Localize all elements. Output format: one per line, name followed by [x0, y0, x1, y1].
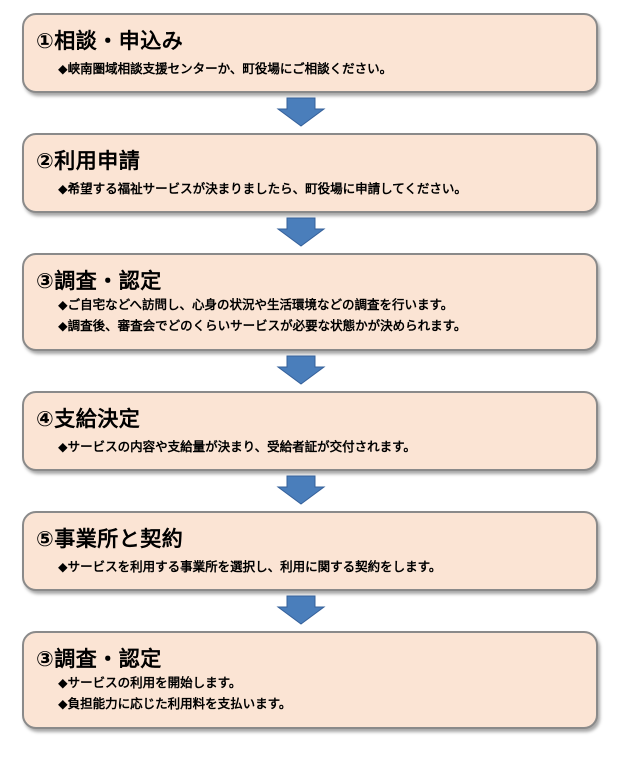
step-5-title: ⑤事業所と契約 — [36, 527, 184, 551]
step-6-item-1: ◆サービスの利用を開始します。 — [58, 675, 242, 690]
step-2-items: ◆希望する福祉サービスが決まりましたら、町役場に申請してください。 — [58, 178, 467, 199]
step-3-box: ③調査・認定 ◆ご自宅などへ訪問し、心身の状況や生活環境などの調査を行います。 … — [22, 253, 598, 351]
step-4-box: ④支給決定 ◆サービスの内容や支給量が決まり、受給者証が交付されます。 — [22, 391, 598, 471]
step-5-item-1: ◆サービスを利用する事業所を選択し、利用に関する契約をします。 — [58, 559, 442, 574]
step-1-box: ①相談・申込み ◆峡南圏域相談支援センターか、町役場にご相談ください。 — [22, 13, 598, 93]
step-4-title: ④支給決定 — [36, 407, 141, 431]
step-3-item-2: ◆調査後、審査会でどのくらいサービスが必要な状態かが決められます。 — [58, 318, 467, 333]
step-1-items: ◆峡南圏域相談支援センターか、町役場にご相談ください。 — [58, 58, 392, 79]
step-2-box: ②利用申請 ◆希望する福祉サービスが決まりましたら、町役場に申請してください。 — [22, 133, 598, 213]
step-6-item-2: ◆負担能力に応じた利用料を支払います。 — [58, 696, 292, 711]
down-arrow-icon — [276, 355, 326, 385]
step-5-items: ◆サービスを利用する事業所を選択し、利用に関する契約をします。 — [58, 556, 441, 577]
step-6-items: ◆サービスの利用を開始します。 ◆負担能力に応じた利用料を支払います。 — [58, 672, 291, 714]
step-3-title: ③調査・認定 — [36, 269, 162, 293]
step-6-title: ③調査・認定 — [36, 647, 162, 671]
step-3-items: ◆ご自宅などへ訪問し、心身の状況や生活環境などの調査を行います。 ◆調査後、審査… — [58, 294, 466, 336]
step-5-box: ⑤事業所と契約 ◆サービスを利用する事業所を選択し、利用に関する契約をします。 — [22, 511, 598, 591]
step-1-title: ①相談・申込み — [36, 29, 184, 53]
step-1-item-1: ◆峡南圏域相談支援センターか、町役場にご相談ください。 — [58, 61, 393, 76]
step-3-item-1: ◆ご自宅などへ訪問し、心身の状況や生活環境などの調査を行います。 — [58, 297, 454, 312]
down-arrow-icon — [276, 97, 326, 127]
down-arrow-icon — [276, 595, 326, 625]
down-arrow-icon — [276, 475, 326, 505]
step-4-items: ◆サービスの内容や支給量が決まり、受給者証が交付されます。 — [58, 436, 416, 457]
step-6-box: ③調査・認定 ◆サービスの利用を開始します。 ◆負担能力に応じた利用料を支払いま… — [22, 631, 598, 729]
step-4-item-1: ◆サービスの内容や支給量が決まり、受給者証が交付されます。 — [58, 439, 416, 454]
down-arrow-icon — [276, 217, 326, 247]
step-2-title: ②利用申請 — [36, 149, 141, 173]
step-2-item-1: ◆希望する福祉サービスが決まりましたら、町役場に申請してください。 — [58, 181, 467, 196]
